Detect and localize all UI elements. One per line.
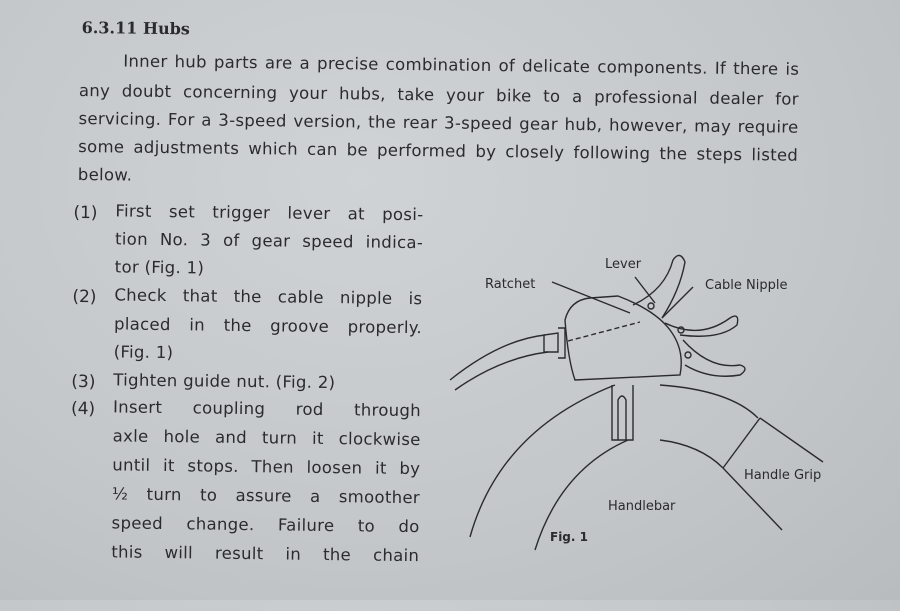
- shifter-housing: [564, 295, 682, 381]
- step-line: (Fig. 1): [113, 342, 174, 363]
- step-line: ½ turn to assure a smoother: [111, 484, 421, 508]
- handlebar-outer-left: [469, 384, 616, 538]
- mounting-clamp: [611, 385, 634, 441]
- step-line: tor (Fig. 1): [114, 257, 205, 278]
- step-line: tion No. 3 of gear speed indica-: [114, 229, 424, 253]
- step-line: Insert coupling rod through: [112, 397, 422, 421]
- figure-1-trigger-shifter-diagram: Ratchet Lever Cable Nipple Handle Grip H…: [449, 254, 824, 551]
- lever-lower: [682, 339, 746, 377]
- intro-line: Inner hub parts are a precise combinatio…: [123, 51, 800, 79]
- step-line: First set trigger lever at posi-: [115, 201, 424, 225]
- leader-lines: [551, 276, 694, 319]
- intro-line: some adjustments which can be performed …: [78, 136, 799, 165]
- handle-grip: [722, 417, 824, 531]
- handlebar-inner-left: [534, 439, 629, 551]
- step-number: (2): [72, 286, 97, 308]
- label-handle-grip: Handle Grip: [744, 468, 821, 483]
- lever-upper: [632, 254, 686, 319]
- cable-housing: [449, 334, 549, 391]
- step-number: (1): [73, 202, 98, 224]
- handlebar-inner-right: [659, 439, 724, 469]
- intro-line: servicing. For a 3-speed version, the re…: [78, 108, 799, 137]
- intro-line: below.: [77, 164, 133, 185]
- step-line: axle hole and turn it clockwise: [112, 426, 421, 450]
- step-line: Tighten guide nut. (Fig. 2): [113, 370, 336, 393]
- step-line: speed change. Failure to do: [111, 513, 420, 537]
- section-heading: 6.3.11 Hubs: [81, 18, 190, 39]
- label-lever: Lever: [605, 257, 642, 272]
- lever-middle: [664, 315, 739, 337]
- figure-caption: Fig. 1: [550, 530, 588, 544]
- label-cable-nipple: Cable Nipple: [705, 278, 788, 293]
- label-ratchet: Ratchet: [485, 277, 535, 292]
- cable-adjuster: [543, 327, 566, 359]
- intro-line: any doubt concerning your hubs, take you…: [78, 80, 799, 109]
- step-line: until it stops. Then loosen it by: [112, 455, 421, 479]
- step-line: Check that the cable nipple is: [114, 285, 423, 309]
- step-line: this will result in the chain: [111, 542, 420, 566]
- cable-line: [567, 321, 641, 342]
- step-number: (4): [70, 398, 96, 420]
- handlebar-outer-right: [659, 384, 759, 419]
- label-handlebar: Handlebar: [608, 499, 676, 514]
- step-line: placed in the groove properly.: [113, 314, 423, 338]
- step-number: (3): [71, 371, 96, 393]
